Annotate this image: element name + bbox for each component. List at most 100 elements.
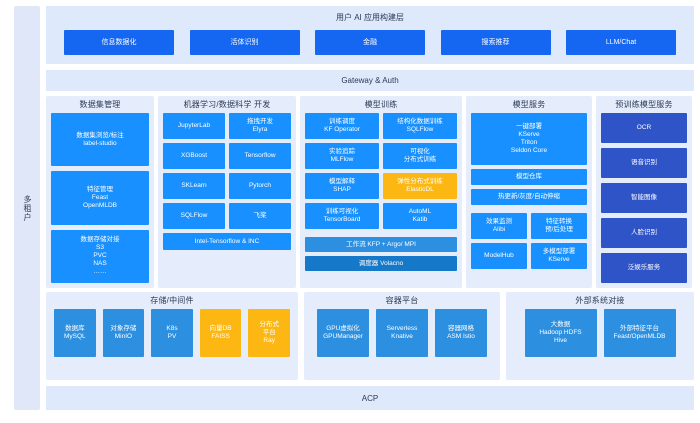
tile-line: 泛娱乐服务	[627, 264, 661, 271]
ml-dev-tile-4[interactable]: SKLearn	[163, 173, 225, 199]
tile-line: Alibi	[492, 226, 506, 233]
tile-line: 特征管理	[87, 185, 113, 193]
tile-line: Elyra	[252, 126, 268, 133]
pretrained-tile-4[interactable]: 泛娱乐服务	[601, 253, 687, 283]
ml-dev-wide-tile[interactable]: Intel-Tensorflow & INC	[163, 233, 291, 250]
tile-line: ModelHub	[484, 252, 514, 259]
app-button-1[interactable]: 活体识别	[189, 30, 300, 55]
tile-line: 外部特征平台	[620, 325, 659, 332]
model-training-tile-3[interactable]: 可视化分布式训练	[383, 143, 457, 169]
tile-line: ASM Istio	[447, 333, 475, 340]
tile-line: SKLearn	[181, 182, 207, 189]
tile-line: 模型仓库	[516, 173, 542, 180]
app-button-3[interactable]: 搜索推荐	[440, 30, 551, 55]
app-button-2[interactable]: 金融	[315, 30, 425, 55]
model-service-tile-1[interactable]: 特征转换预/后处理	[531, 213, 587, 239]
app-build-layer: 用户 AI 应用构建层 信息数据化活体识别金融搜索推荐 LLM/Chat	[46, 6, 694, 64]
model-service-line-1[interactable]: 热更新/灰度/自动伸缩	[471, 189, 587, 205]
column-model-training-title: 模型训练	[364, 100, 398, 109]
pretrained-tile-2[interactable]: 智能图像	[601, 183, 687, 213]
tile-line: NAS	[93, 260, 107, 268]
pretrained-tile-0[interactable]: OCR	[601, 113, 687, 143]
ml-dev-tile-6[interactable]: SQLFlow	[163, 203, 225, 229]
tile-line: 可视化	[410, 148, 430, 155]
tile-line: GPU虚拟化	[326, 325, 360, 332]
tile-line: KF Operator	[324, 126, 360, 133]
model-training-bar-1[interactable]: 调度器 Volacno	[305, 256, 457, 271]
model-training-bar-0[interactable]: 工作流 KFP + Argo/ MPI	[305, 237, 457, 252]
tile-line: 结构化数据训练	[397, 118, 443, 125]
tile-line: 人脸识别	[631, 229, 657, 236]
tile-line: Hadoop HDFS	[539, 329, 582, 336]
ml-dev-tile-0[interactable]: JupyterLab	[163, 113, 225, 139]
tile-line: 模型解释	[329, 178, 355, 185]
tile-line: Katib	[412, 216, 428, 223]
tile-line: 平台	[262, 329, 276, 336]
ml-dev-tile-7[interactable]: 飞桨	[229, 203, 291, 229]
model-service-tile-2[interactable]: ModelHub	[471, 243, 527, 269]
app-button-4[interactable]: LLM/Chat	[566, 30, 676, 55]
tile-line: 向量DB	[209, 325, 232, 332]
app-build-layer-title: 用户 AI 应用构建层	[335, 13, 404, 22]
pretrained-tile-3[interactable]: 人脸识别	[601, 218, 687, 248]
app-buttons-row: 信息数据化活体识别金融搜索推荐 LLM/Chat	[46, 23, 694, 55]
ml-dev-tile-5[interactable]: Pytorch	[229, 173, 291, 199]
tile-line: XGBoost	[180, 152, 207, 159]
tile-line: FAISS	[211, 333, 230, 340]
tile-line: LLM/Chat	[605, 38, 637, 46]
pretrained-tile-1[interactable]: 语音识别	[601, 148, 687, 178]
tile-line: MinIO	[114, 333, 133, 340]
tile-line: 语音识别	[631, 159, 657, 166]
tile-line: JupyterLab	[177, 122, 211, 129]
tile-line: 训练可视化	[325, 208, 359, 215]
ml-dev-tile-3[interactable]: Tensorflow	[229, 143, 291, 169]
tile-line: 拖拽开发	[247, 118, 273, 125]
model-service-line-0[interactable]: 模型仓库	[471, 169, 587, 185]
tile-line: 弹性分布式训练	[397, 178, 443, 185]
ml-dev-tile-2[interactable]: XGBoost	[163, 143, 225, 169]
tile-line: Feast/OpenMLDB	[613, 333, 666, 340]
column-data-management-title: 数据集管理	[79, 100, 121, 109]
tile-line: TensorBoard	[323, 216, 361, 223]
tile-line: 容器网格	[448, 325, 474, 332]
tile-line: 分布式训练	[403, 156, 437, 163]
app-button-0[interactable]: 信息数据化	[64, 30, 174, 55]
tile-line: 工作流 KFP + Argo/ MPI	[346, 240, 416, 248]
multi-tenant-label: 多租户	[23, 194, 32, 222]
panel-container-title: 容器平台	[385, 296, 419, 305]
acp-band: ACP	[46, 386, 694, 410]
